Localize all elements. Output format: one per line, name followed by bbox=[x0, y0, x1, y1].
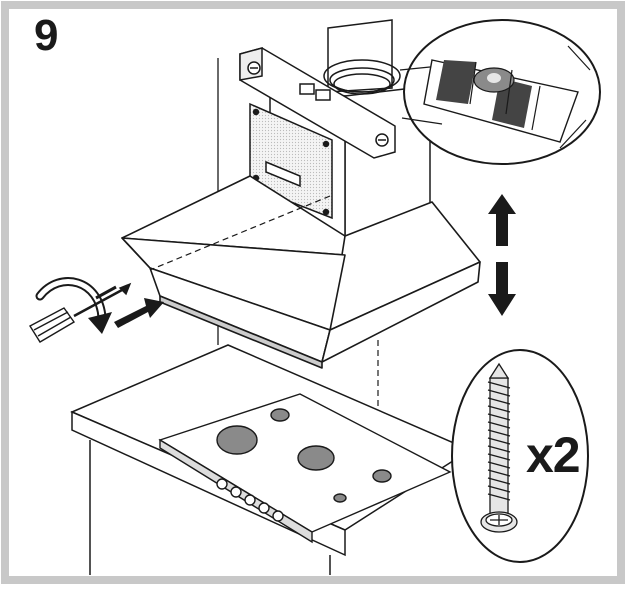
down-arrow-icon bbox=[488, 262, 516, 316]
mounting-bracket bbox=[239, 47, 396, 159]
cooktop-knobs bbox=[216, 478, 284, 522]
screwdriver-icon bbox=[29, 282, 132, 343]
spirit-level-zoom bbox=[399, 19, 601, 165]
up-arrow-icon bbox=[488, 194, 516, 246]
screw-small-icon bbox=[95, 285, 117, 300]
cooktop bbox=[158, 393, 452, 544]
screw-callout bbox=[451, 349, 589, 563]
hood-canopy bbox=[121, 175, 481, 369]
screw-quantity-label: x2 bbox=[526, 427, 581, 483]
step-number: 9 bbox=[34, 11, 59, 60]
push-arrow-icon bbox=[114, 298, 164, 328]
duct-outlet bbox=[323, 59, 401, 95]
curved-rotate-arrow-icon bbox=[35, 277, 112, 334]
wood-screw-icon bbox=[480, 362, 518, 533]
spirit-level-icon bbox=[423, 59, 579, 143]
